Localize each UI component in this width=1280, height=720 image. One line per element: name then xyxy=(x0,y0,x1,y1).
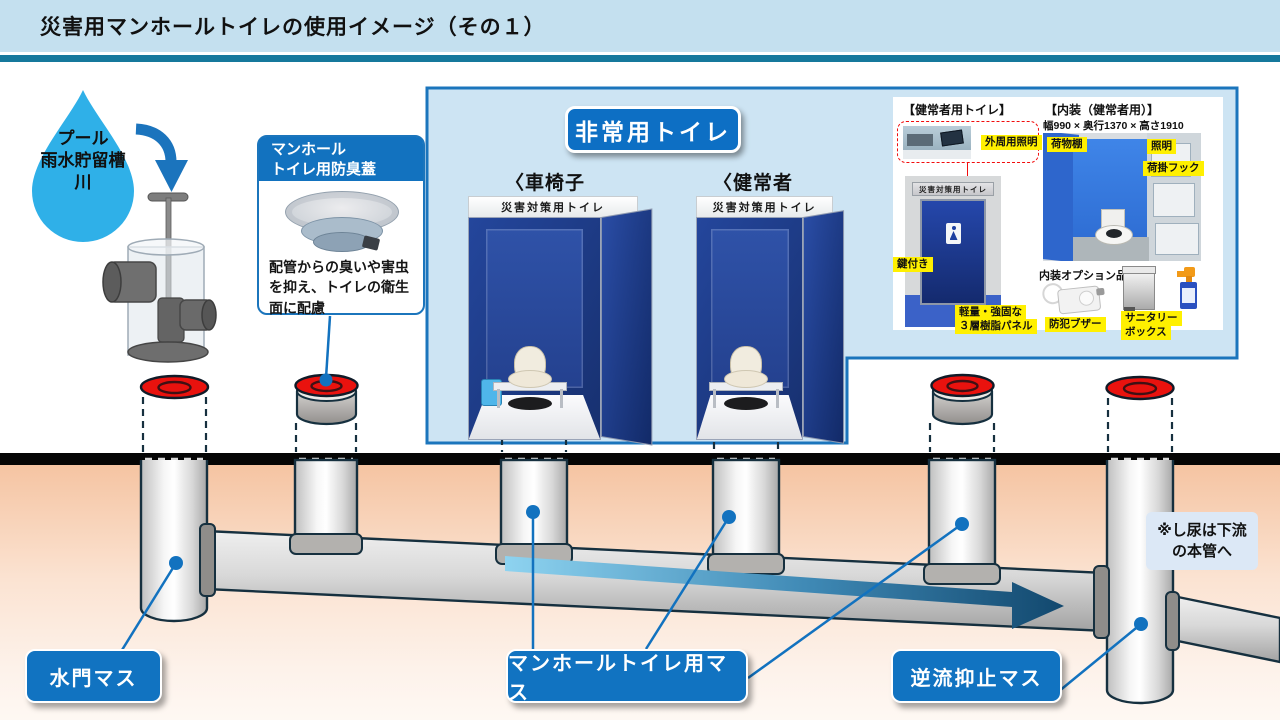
ground-surface-line xyxy=(0,453,1280,465)
alarm-label: 防犯ブザー xyxy=(1045,317,1106,333)
person-icon-head xyxy=(951,226,956,230)
page-title: 災害用マンホールトイレの使用イメージ（その１） xyxy=(40,16,546,39)
deodorant-cover-callout: マンホール トイレ用防臭蓋 配管からの臭いや害虫を抑え、トイレの衛生面に配慮 xyxy=(257,135,425,316)
inflow-arrow-icon xyxy=(135,123,188,192)
spray-label xyxy=(1182,288,1195,303)
wall-panel xyxy=(1155,223,1199,255)
manhole-cover-5-raised xyxy=(930,373,995,426)
stall-door xyxy=(601,208,653,446)
toilet-leg-left xyxy=(713,389,717,409)
sanitary-label-line2: ボックス xyxy=(1121,325,1171,341)
deodorant-cover-title: マンホール トイレ用防臭蓋 xyxy=(259,137,423,181)
toilet-pit-label: マンホールトイレ用マス xyxy=(506,649,748,704)
backflow-pit-label: 逆流抑止マス xyxy=(891,649,1062,703)
wall-panel xyxy=(1153,183,1195,217)
panel-material-label-line1: 軽量・強固な xyxy=(955,305,1026,321)
manhole-cover-6 xyxy=(1105,375,1175,401)
person-icon-body xyxy=(949,231,958,240)
wheelchair-stall-illustration: 災害対策用トイレ xyxy=(458,196,654,446)
sanitary-lid xyxy=(1122,266,1156,274)
manhole-cover-2-raised xyxy=(294,373,359,426)
interior-toilet-opening xyxy=(1106,229,1122,238)
stall-roof-photo xyxy=(903,126,971,159)
photo-detail-panel: 【健常者用トイレ】 外周用照明 災害対策用トイレ 鍵付き 軽量・強固な ３層樹脂… xyxy=(893,97,1223,341)
lock-label: 鍵付き xyxy=(893,257,933,273)
deodorant-title-line2: トイレ用防臭蓋 xyxy=(271,161,377,179)
gate-pit-label: 水門マス xyxy=(25,649,162,703)
stall-door xyxy=(803,210,845,444)
toilet-base xyxy=(508,397,553,411)
exterior-light-label: 外周用照明 xyxy=(981,135,1042,151)
sanitary-bin xyxy=(1123,268,1155,310)
stall-interior xyxy=(467,217,602,440)
water-source-line3: 川 xyxy=(74,173,92,193)
roof-equipment xyxy=(907,134,933,146)
toilet-leg-right xyxy=(776,389,780,409)
deodorant-title-line1: マンホール xyxy=(271,141,347,158)
downstream-note: ※し尿は下流 の本管へ xyxy=(1146,512,1258,570)
solar-panel xyxy=(940,129,964,147)
disinfectant-spray-illustration xyxy=(1177,265,1201,311)
toilet-leg-left xyxy=(497,389,501,409)
security-alarm-illustration xyxy=(1041,278,1106,320)
light-label: 照明 xyxy=(1147,139,1176,155)
shelf-label: 荷物棚 xyxy=(1047,137,1087,153)
water-source-line2: 雨水貯留槽 xyxy=(40,151,126,171)
hook-label: 荷掛フック xyxy=(1143,161,1204,177)
deodorant-description: 配管からの臭いや害虫を抑え、トイレの衛生面に配慮 xyxy=(269,259,409,316)
gate-valve-device xyxy=(102,192,217,363)
slide-header: 災害用マンホールトイレの使用イメージ（その１） xyxy=(0,0,1280,52)
water-source-line1: プール xyxy=(57,129,109,148)
toilet-seat xyxy=(508,370,553,389)
downstream-note-line2: の本管へ xyxy=(1171,543,1232,560)
interior-photos-title: 【内装（健常者用）】 xyxy=(1045,103,1160,117)
photo-stall-banner: 災害対策用トイレ xyxy=(912,182,994,196)
manhole-cover-1 xyxy=(139,374,210,400)
sanitary-label-line1: サニタリー xyxy=(1121,311,1182,327)
panel-material-label-line2: ３層樹脂パネル xyxy=(955,319,1037,335)
deodorant-cover-valve xyxy=(361,235,381,251)
highlight-connector xyxy=(967,163,968,176)
downstream-note-line1: ※し尿は下流 xyxy=(1157,522,1247,539)
alarm-clip xyxy=(1096,287,1105,296)
sanitary-box-illustration xyxy=(1122,263,1156,313)
stall-interior-photo xyxy=(1043,133,1201,261)
restroom-sign xyxy=(946,223,961,244)
emergency-toilet-badge: 非常用トイレ xyxy=(565,106,741,153)
exterior-photos-title: 【健常者用トイレ】 xyxy=(903,103,1012,117)
toilet-seat xyxy=(724,370,769,389)
roof-banner xyxy=(903,150,971,159)
standard-stall-illustration: 災害対策用トイレ xyxy=(688,196,846,444)
water-source-label: プール 雨水貯留槽 川 xyxy=(30,128,136,194)
stall-dimensions: 幅990 × 奥行1370 × 高さ1910 xyxy=(1043,120,1184,132)
portable-toilet xyxy=(493,346,568,411)
deodorant-connector-line xyxy=(319,315,333,387)
toilet-base xyxy=(724,397,769,411)
toilet-leg-right xyxy=(560,389,564,409)
stall-interior xyxy=(695,217,804,440)
stall-door-photo xyxy=(920,199,986,305)
header-rule xyxy=(0,55,1280,62)
dashed-guide-lines xyxy=(141,397,1174,452)
portable-toilet xyxy=(709,346,784,411)
